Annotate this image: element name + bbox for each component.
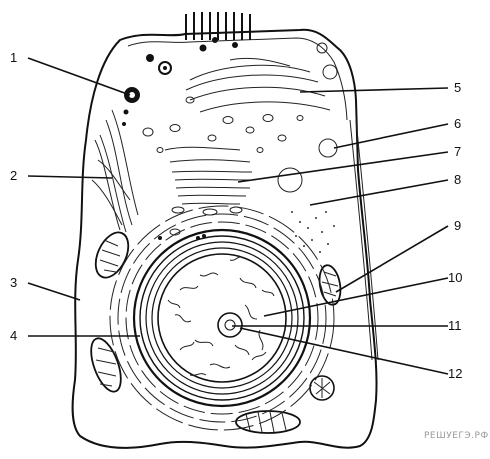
label-7: 7 (454, 144, 461, 159)
vesicles (143, 97, 337, 235)
secretory-granules (146, 37, 337, 79)
nucleus (110, 206, 334, 430)
label-6: 6 (454, 116, 461, 131)
watermark: РЕШУЕГЭ.РФ (424, 431, 489, 441)
label-4: 4 (10, 328, 17, 343)
golgi-apparatus (165, 58, 330, 215)
label-3: 3 (10, 275, 17, 290)
label-9: 9 (454, 218, 461, 233)
number-labels: 1 2 3 4 5 6 7 8 9 10 11 12 (10, 50, 462, 381)
leader-line-10 (264, 278, 448, 316)
label-12: 12 (448, 366, 462, 381)
leader-line-2 (28, 176, 112, 178)
leader-line-8 (310, 180, 448, 205)
label-5: 5 (454, 80, 461, 95)
cytoskeleton-fibers (92, 110, 138, 232)
label-8: 8 (454, 172, 461, 187)
microvilli (186, 12, 250, 40)
cell-membrane (73, 30, 377, 448)
label-2: 2 (10, 168, 17, 183)
nucleolus (218, 313, 242, 337)
leader-line-5 (300, 88, 448, 92)
peroxisome (310, 376, 334, 400)
label-1: 1 (10, 50, 17, 65)
leader-line-1 (28, 58, 130, 95)
mitochondrion (236, 411, 300, 433)
leader-line-3 (28, 283, 80, 300)
label-11: 11 (448, 318, 462, 333)
leader-line-7 (238, 152, 448, 182)
label-10: 10 (448, 270, 462, 285)
mitochondria (85, 227, 343, 433)
